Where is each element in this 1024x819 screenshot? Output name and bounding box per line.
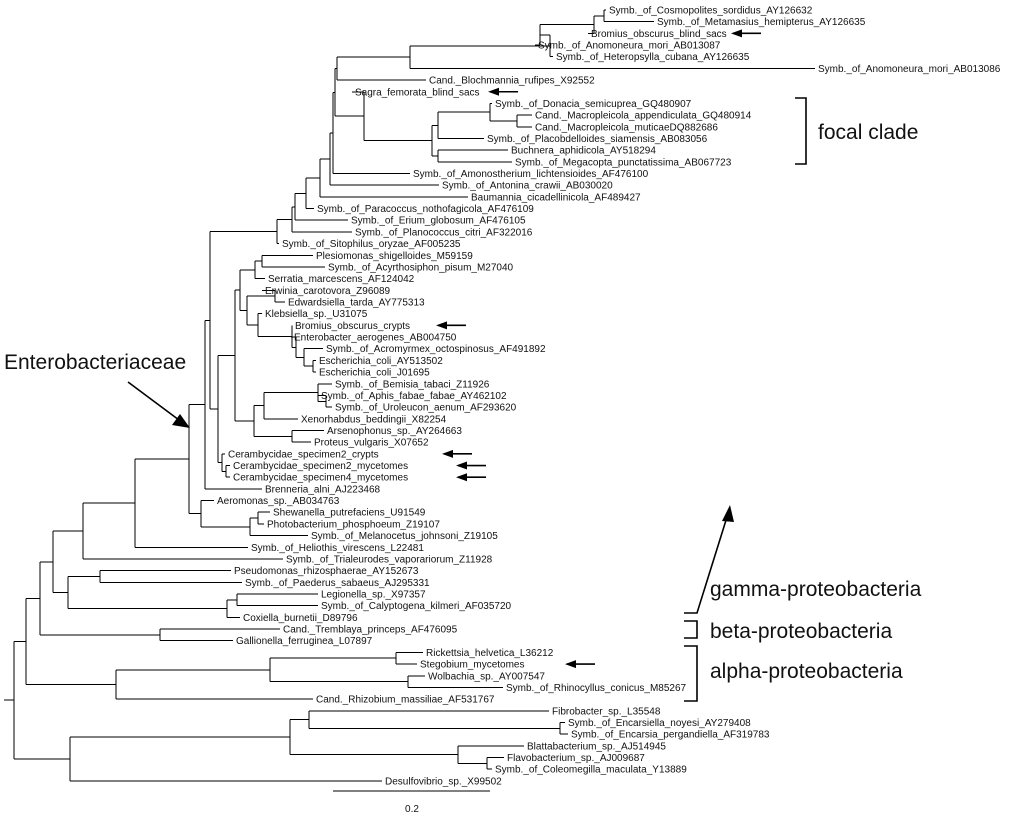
taxon-label: Sagra_femorata_blind_sacs (355, 87, 480, 98)
taxon-label: Klebsiella_sp._U31075 (265, 309, 368, 320)
leaf-arrowhead (488, 87, 499, 96)
enterobacteriaceae-arrow-line (127, 381, 180, 421)
taxon-label: Cand._Tremblaya_princeps_AF476095 (283, 625, 458, 636)
taxon-label: Symb._of_Encarsiella_noyesi_AY279408 (568, 718, 751, 729)
taxon-label: Brenneria_alni_AJ223468 (265, 484, 381, 495)
taxon-label: Arsenophonus_sp._AY264663 (327, 426, 462, 437)
taxon-label: Symb._of_Paederus_sabaeus_AJ295331 (245, 578, 430, 589)
leaf-arrowhead (456, 461, 467, 470)
taxon-label: Cerambycidae_specimen2_mycetomes (233, 461, 408, 472)
beta-proteobacteria-label: beta-proteobacteria (710, 620, 892, 643)
taxon-label: Symb._of_Coleomegilla_maculata_Y13889 (495, 765, 687, 776)
focal-clade-bracket (795, 97, 807, 165)
taxon-label: Wolbachia_sp._AY007547 (428, 671, 545, 682)
taxon-label: Enterobacter_aerogenes_AB004750 (294, 333, 457, 344)
leaf-arrowhead (456, 473, 467, 482)
taxon-label: Stegobium_mycetomes (420, 660, 525, 671)
taxon-label: Buchnera_aphidicola_AY518294 (511, 146, 656, 157)
taxon-label: Proteus_vulgaris_X07652 (314, 438, 429, 449)
taxon-label: Xenorhabdus_beddingii_X82254 (301, 414, 447, 425)
gamma-arrowhead (722, 505, 734, 522)
taxon-label: Shewanella_putrefaciens_U91549 (273, 508, 426, 519)
taxon-label: Symb._of_Anomoneura_mori_AB013087 (538, 41, 721, 52)
leaf-arrowhead (731, 29, 742, 38)
taxon-label: Cerambycidae_specimen4_mycetomes (233, 473, 408, 484)
tree-branches (4, 9, 815, 782)
taxon-label: Escherichia_coli_AY513502 (319, 356, 443, 367)
gamma-proteobacteria-label: gamma-proteobacteria (710, 578, 922, 601)
taxon-label: Symb._of_Trialeurodes_vaporariorum_Z1192… (286, 554, 493, 565)
taxon-label: Symb._of_Paracoccus_nothofagicola_AF4761… (317, 204, 534, 215)
focal-clade-label: focal clade (818, 121, 918, 144)
taxon-label: Symb._of_Metamasius_hemipterus_AY126635 (657, 17, 866, 28)
taxon-label: Symb._of_Aphis_fabae_fabae_AY462102 (321, 391, 507, 402)
taxon-label: Cand._Blochmannia_rufipes_X92552 (429, 76, 595, 87)
taxon-label: Legionella_sp._X97357 (321, 590, 426, 601)
enterobacteriaceae-arrowhead (172, 414, 190, 428)
taxon-label: Aeromonas_sp._AB034763 (217, 496, 340, 507)
taxon-label: Symb._of_Rhinocyllus_conicus_M85267 (506, 683, 687, 694)
taxon-label: Bromius_obscurus_blind_sacs (591, 29, 727, 40)
taxon-label: Symb._of_Megacopta_punctatissima_AB06772… (515, 157, 732, 168)
taxon-label: Cand._Rhizobium_massiliae_AF531767 (316, 695, 495, 706)
scale-bar-label: 0.2 (405, 804, 419, 815)
taxon-label: Symb._of_Acyrthosiphon_pisum_M27040 (328, 262, 514, 273)
taxon-label: Symb._of_Bemisia_tabaci_Z11926 (335, 379, 490, 390)
taxon-label: Fibrobacter_sp._L35548 (552, 706, 661, 717)
taxon-label: Cand._Macropleicola_appendiculata_GQ4809… (535, 111, 752, 122)
leaf-arrowhead (442, 449, 453, 458)
taxon-label: Cand._Macropleicola_muticaeDQ882686 (535, 122, 718, 133)
taxon-label: Bromius_obscurus_crypts (295, 321, 410, 332)
gamma-bracket (684, 516, 728, 614)
taxon-label: Escherichia_coli_J01695 (319, 368, 430, 379)
taxon-label: Gallionella_ferruginea_L07897 (236, 636, 373, 647)
taxon-label: Symb._of_Antonina_crawii_AB030020 (442, 181, 613, 192)
taxon-label: Photobacterium_phosphoeum_Z19107 (267, 519, 440, 530)
alpha-proteobacteria-label: alpha-proteobacteria (710, 660, 903, 683)
enterobacteriaceae-label: Enterobacteriaceae (4, 351, 186, 374)
taxon-label: Flavobacterium_sp._AJ009687 (507, 753, 645, 764)
taxon-label: Serratia_marcescens_AF124042 (268, 274, 415, 285)
taxon-label: Coxiella_burnetii_D89796 (243, 613, 358, 624)
taxon-label: Symb._of_Planococcus_citri_AF322016 (355, 227, 533, 238)
taxon-label: Symb._of_Erium_globosum_AF476105 (351, 216, 526, 227)
taxon-label: Symb._of_Heliothis_virescens_L22481 (251, 543, 424, 554)
taxon-labels: Symb._of_Cosmopolites_sordidus_AY126632S… (217, 6, 1001, 788)
taxon-label: Symb._of_Cosmopolites_sordidus_AY126632 (609, 6, 813, 17)
taxon-label: Symb._of_Calyptogena_kilmeri_AF035720 (321, 601, 512, 612)
taxon-label: Symb._of_Amonostherium_lichtensioides_AF… (413, 169, 649, 180)
taxon-label: Blattabacterium_sp._AJ514945 (527, 741, 666, 752)
taxon-label: Edwardsiella_tarda_AY775313 (288, 298, 425, 309)
taxon-label: Symb._of_Uroleucon_aenum_AF293620 (335, 403, 517, 414)
taxon-label: Symb._of_Acromyrmex_octospinosus_AF49189… (326, 344, 546, 355)
taxon-label: Symb._of_Melanocetus_johnsoni_Z19105 (311, 531, 498, 542)
taxon-label: Desulfovibrio_sp._X99502 (385, 776, 502, 787)
taxon-label: Symb._of_Anomoneura_mori_AB013086 (818, 64, 1001, 75)
alpha-bracket (684, 645, 698, 702)
taxon-label: Symb._of_Encarsia_pergandiella_AF319783 (571, 730, 770, 741)
taxon-label: Rickettsia_helvetica_L36212 (426, 648, 554, 659)
leaf-arrowhead (565, 660, 576, 669)
beta-bracket (684, 620, 698, 639)
taxon-label: Symb._of_Heteropsylla_cubana_AY126635 (556, 52, 750, 63)
taxon-label: Baumannia_cicadellinicola_AF489427 (471, 192, 641, 203)
taxon-label: Symb._of_Donacia_semicuprea_GQ480907 (495, 99, 692, 110)
taxon-label: Erwinia_carotovora_Z96089 (265, 286, 391, 297)
taxon-label: Plesiomonas_shigelloides_M59159 (316, 251, 473, 262)
taxon-label: Cerambycidae_specimen2_crypts (228, 449, 379, 460)
taxon-label: Pseudomonas_rhizosphaerae_AY152673 (234, 566, 419, 577)
taxon-label: Symb._of_Sitophilus_oryzae_AF005235 (282, 239, 461, 250)
leaf-arrows (436, 29, 761, 669)
leaf-arrowhead (436, 321, 447, 330)
taxon-label: Symb._of_Placobdelloides_siamensis_AB083… (487, 134, 708, 145)
